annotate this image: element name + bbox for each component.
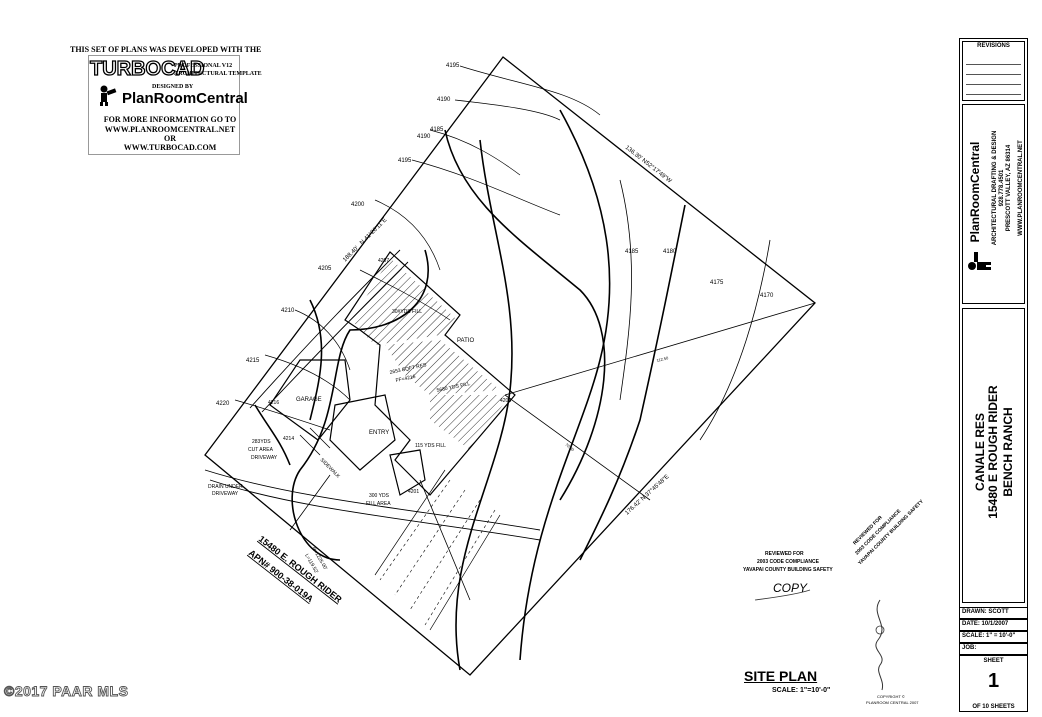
turbocad-sub1: PROFESSIONAL V12	[174, 63, 233, 69]
turbocad-logo: TURBOCAD	[89, 57, 205, 80]
site-plan-scale: SCALE: 1"=10'-0"	[772, 687, 831, 694]
bearing-bottom: 176.42' N 37°45'48"E	[624, 474, 670, 517]
company-sub1: ARCHITECTURAL DRAFTING & DESIGN	[992, 130, 998, 246]
scale-cell	[959, 631, 1028, 643]
contour-label: 4175	[710, 280, 724, 286]
job-label: JOB:	[962, 645, 977, 651]
contour-label: 4195	[398, 158, 412, 164]
elevation-label: 4214	[283, 436, 294, 442]
company-name: PlanRoomCentral	[968, 141, 982, 243]
fill-top-label: 30#YDS FILL	[392, 309, 422, 315]
sheet-cell	[959, 655, 1028, 712]
job-cell	[959, 643, 1028, 655]
contour-label: 4185	[430, 127, 444, 133]
contour-label: 4220	[216, 401, 230, 407]
distance-label: 112.50	[656, 355, 670, 363]
copyright-line1: COPYRIGHT ©	[877, 694, 905, 699]
project-subdivision: BENCH RANCH	[1001, 407, 1015, 497]
elevation-label: 4205	[500, 398, 511, 404]
info-line3: OR	[164, 134, 176, 143]
credit-heading: THIS SET OF PLANS WAS DEVELOPED WITH THE	[70, 45, 262, 54]
fill-small-label: 115 YDS FILL	[415, 443, 446, 449]
patio-label: PATIO	[457, 338, 474, 344]
date-label: DATE: 10/1/2007	[962, 621, 1009, 627]
house-hatch-2	[430, 395, 510, 450]
contour-label: 4215	[246, 358, 260, 364]
stamp1-line1: REVIEWED FOR	[765, 551, 804, 557]
contour-label: 4205	[318, 266, 332, 272]
cut-area-label: DRIVEWAY	[251, 455, 278, 461]
distance-label: 70.30	[564, 442, 575, 453]
garage-label: GARAGE	[296, 397, 322, 403]
elevation-label: 4201	[408, 489, 419, 495]
contour-label: 4180	[663, 249, 677, 255]
project-address: 15480 E ROUGH RIDER	[986, 385, 1000, 519]
bearing-left: N 41°20'11"E	[359, 217, 388, 246]
drain-label: DRAIN UNDER	[208, 484, 243, 490]
sheet-number: 1	[987, 670, 1000, 692]
signature	[875, 599, 884, 691]
designed-by-label: DESIGNED BY	[152, 84, 194, 90]
mls-watermark: ©2017 PAAR MLS	[4, 683, 129, 700]
ff-label: FF=4216	[395, 374, 416, 384]
sheet-of: OF 10 SHEETS	[972, 704, 1015, 710]
contour-label: 4200	[351, 202, 365, 208]
fill-area-label: FILL AREA	[366, 501, 391, 507]
contour-label: 4190	[437, 97, 451, 103]
cut-area-label: CUT AREA	[248, 447, 274, 453]
site-plan-drawing: 4195 4190 4185 4190 4195 4200 4205 4210 …	[204, 56, 925, 691]
company-sub2: 928.778.4501	[999, 169, 1005, 207]
stamp1-line3: YAVAPAI COUNTY BUILDING SAFETY	[743, 567, 833, 573]
date-cell	[959, 619, 1028, 631]
stamp1-line2: 2003 CODE COMPLIANCE	[757, 559, 820, 565]
sidewalk-label: SIDEWALK	[319, 457, 342, 480]
info-line2: WWW.PLANROOMCENTRAL.NET	[104, 125, 236, 134]
revisions-lines	[966, 55, 1021, 100]
fill-area-label: 300 YDS	[369, 493, 390, 499]
contour-label: 4190	[417, 134, 431, 140]
house-hatch-3	[385, 340, 500, 395]
drawn-label: DRAWN: SCOTT	[962, 609, 1009, 615]
elevation-label: 4207	[378, 258, 389, 264]
contour-label: 4210	[281, 308, 295, 314]
sheet-label: SHEET	[983, 658, 1004, 664]
company-sub3: PRESCOTT VALLEY, AZ 86314	[1006, 144, 1012, 232]
contour-label: 4170	[760, 293, 774, 299]
project-box	[962, 308, 1025, 603]
contour-label: 4195	[446, 63, 460, 69]
contour-label: 4185	[625, 249, 639, 255]
planroom-logo: PlanRoomCentral	[122, 90, 248, 107]
info-line1: FOR MORE INFORMATION GO TO	[103, 115, 237, 124]
scale-label: SCALE: 1" = 10'-0"	[962, 633, 1016, 639]
revisions-label: REVISIONS	[977, 43, 1010, 49]
driveway	[204, 249, 541, 541]
copyright-line2: PLANROOM CENTRAL 2007	[866, 700, 919, 705]
info-line4: WWW.TURBOCAD.COM	[123, 143, 217, 152]
revisions-box	[962, 41, 1025, 101]
cut-area-label: 283YDS	[252, 439, 271, 445]
entry-label: ENTRY	[369, 430, 389, 436]
drain-label: DRIVEWAY	[212, 491, 239, 497]
project-name: CANALE RES	[973, 413, 987, 492]
copy-handwritten: COPY	[773, 581, 808, 595]
credit-box	[88, 55, 240, 155]
company-box	[962, 104, 1025, 304]
company-figure-icon	[966, 248, 992, 274]
planroom-figure-icon	[97, 84, 119, 106]
elevation-label: 4216	[268, 400, 279, 406]
property-boundary	[204, 56, 816, 676]
site-plan-title: SITE PLAN	[744, 668, 818, 684]
house-footprint	[269, 251, 516, 496]
company-web: WWW.PLANROOMCENTRAL.NET	[1018, 140, 1024, 236]
turbocad-sub2: ARCHITECTURAL TEMPLATE	[174, 71, 262, 77]
bearing-top: 136.30' N52°17'49"W	[624, 145, 673, 185]
house-hatch	[352, 258, 455, 345]
drawn-cell	[959, 607, 1028, 619]
